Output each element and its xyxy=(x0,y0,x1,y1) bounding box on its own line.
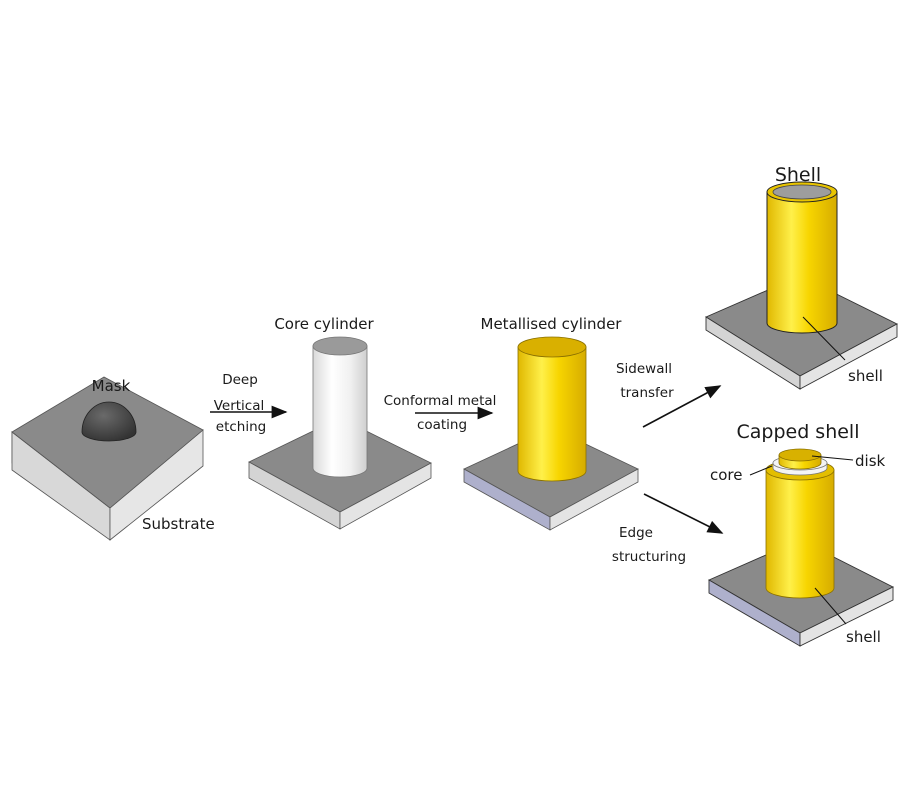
step2-label-line1: Conformal metal xyxy=(384,393,497,409)
step3a-label-line1: Sidewall xyxy=(616,361,672,377)
step1-label-line2: Vertical xyxy=(214,398,265,414)
disk-label: disk xyxy=(855,452,886,470)
core-label: core xyxy=(710,466,743,484)
slab-right-side xyxy=(549,468,639,531)
core-cylinder-body xyxy=(312,345,368,478)
substrate-block xyxy=(11,376,204,541)
shell-leader-line xyxy=(802,316,846,361)
slab-right-side xyxy=(339,462,432,530)
capped-shell-group xyxy=(708,448,895,647)
step1-label-line1: Deep xyxy=(222,372,258,388)
metal-cylinder-top xyxy=(517,336,587,358)
step3a-label-line2: transfer xyxy=(620,385,674,401)
substrate-label: Substrate xyxy=(142,515,215,533)
core-leader-line xyxy=(749,465,773,476)
step1-label-line3: etching xyxy=(216,419,266,435)
shell-cylinder-body xyxy=(766,191,838,334)
slab-right-side xyxy=(799,586,894,647)
slab-right-side xyxy=(799,323,898,390)
shell-hollow xyxy=(772,184,832,200)
shell-title: Shell xyxy=(775,164,821,186)
metal-cylinder-body xyxy=(517,346,587,482)
step3b-label-line1: Edge xyxy=(619,525,653,541)
shell-group xyxy=(705,181,898,390)
step2-label-line2: coating xyxy=(417,417,467,433)
step3a-arrow xyxy=(642,385,722,428)
mask-dome xyxy=(81,401,137,442)
step3b-arrow xyxy=(643,493,724,534)
core-cylinder-group xyxy=(248,336,432,530)
core-cylinder-label: Core cylinder xyxy=(274,315,374,333)
metallised-cylinder-label: Metallised cylinder xyxy=(481,315,623,333)
shell-label-2: shell xyxy=(846,628,881,646)
step3b-label-line2: structuring xyxy=(612,549,686,565)
capped-shell-body xyxy=(765,469,835,599)
shell-leader-line-2 xyxy=(814,587,847,625)
metallised-cylinder-group xyxy=(463,336,639,531)
shell-label: shell xyxy=(848,367,883,385)
capped-shell-title: Capped shell xyxy=(736,421,859,443)
mask-label: Mask xyxy=(92,377,131,395)
substrate-top-face xyxy=(11,376,204,509)
disk-leader-line xyxy=(811,455,854,461)
core-cylinder-top xyxy=(312,336,368,356)
disk-top xyxy=(778,448,822,462)
